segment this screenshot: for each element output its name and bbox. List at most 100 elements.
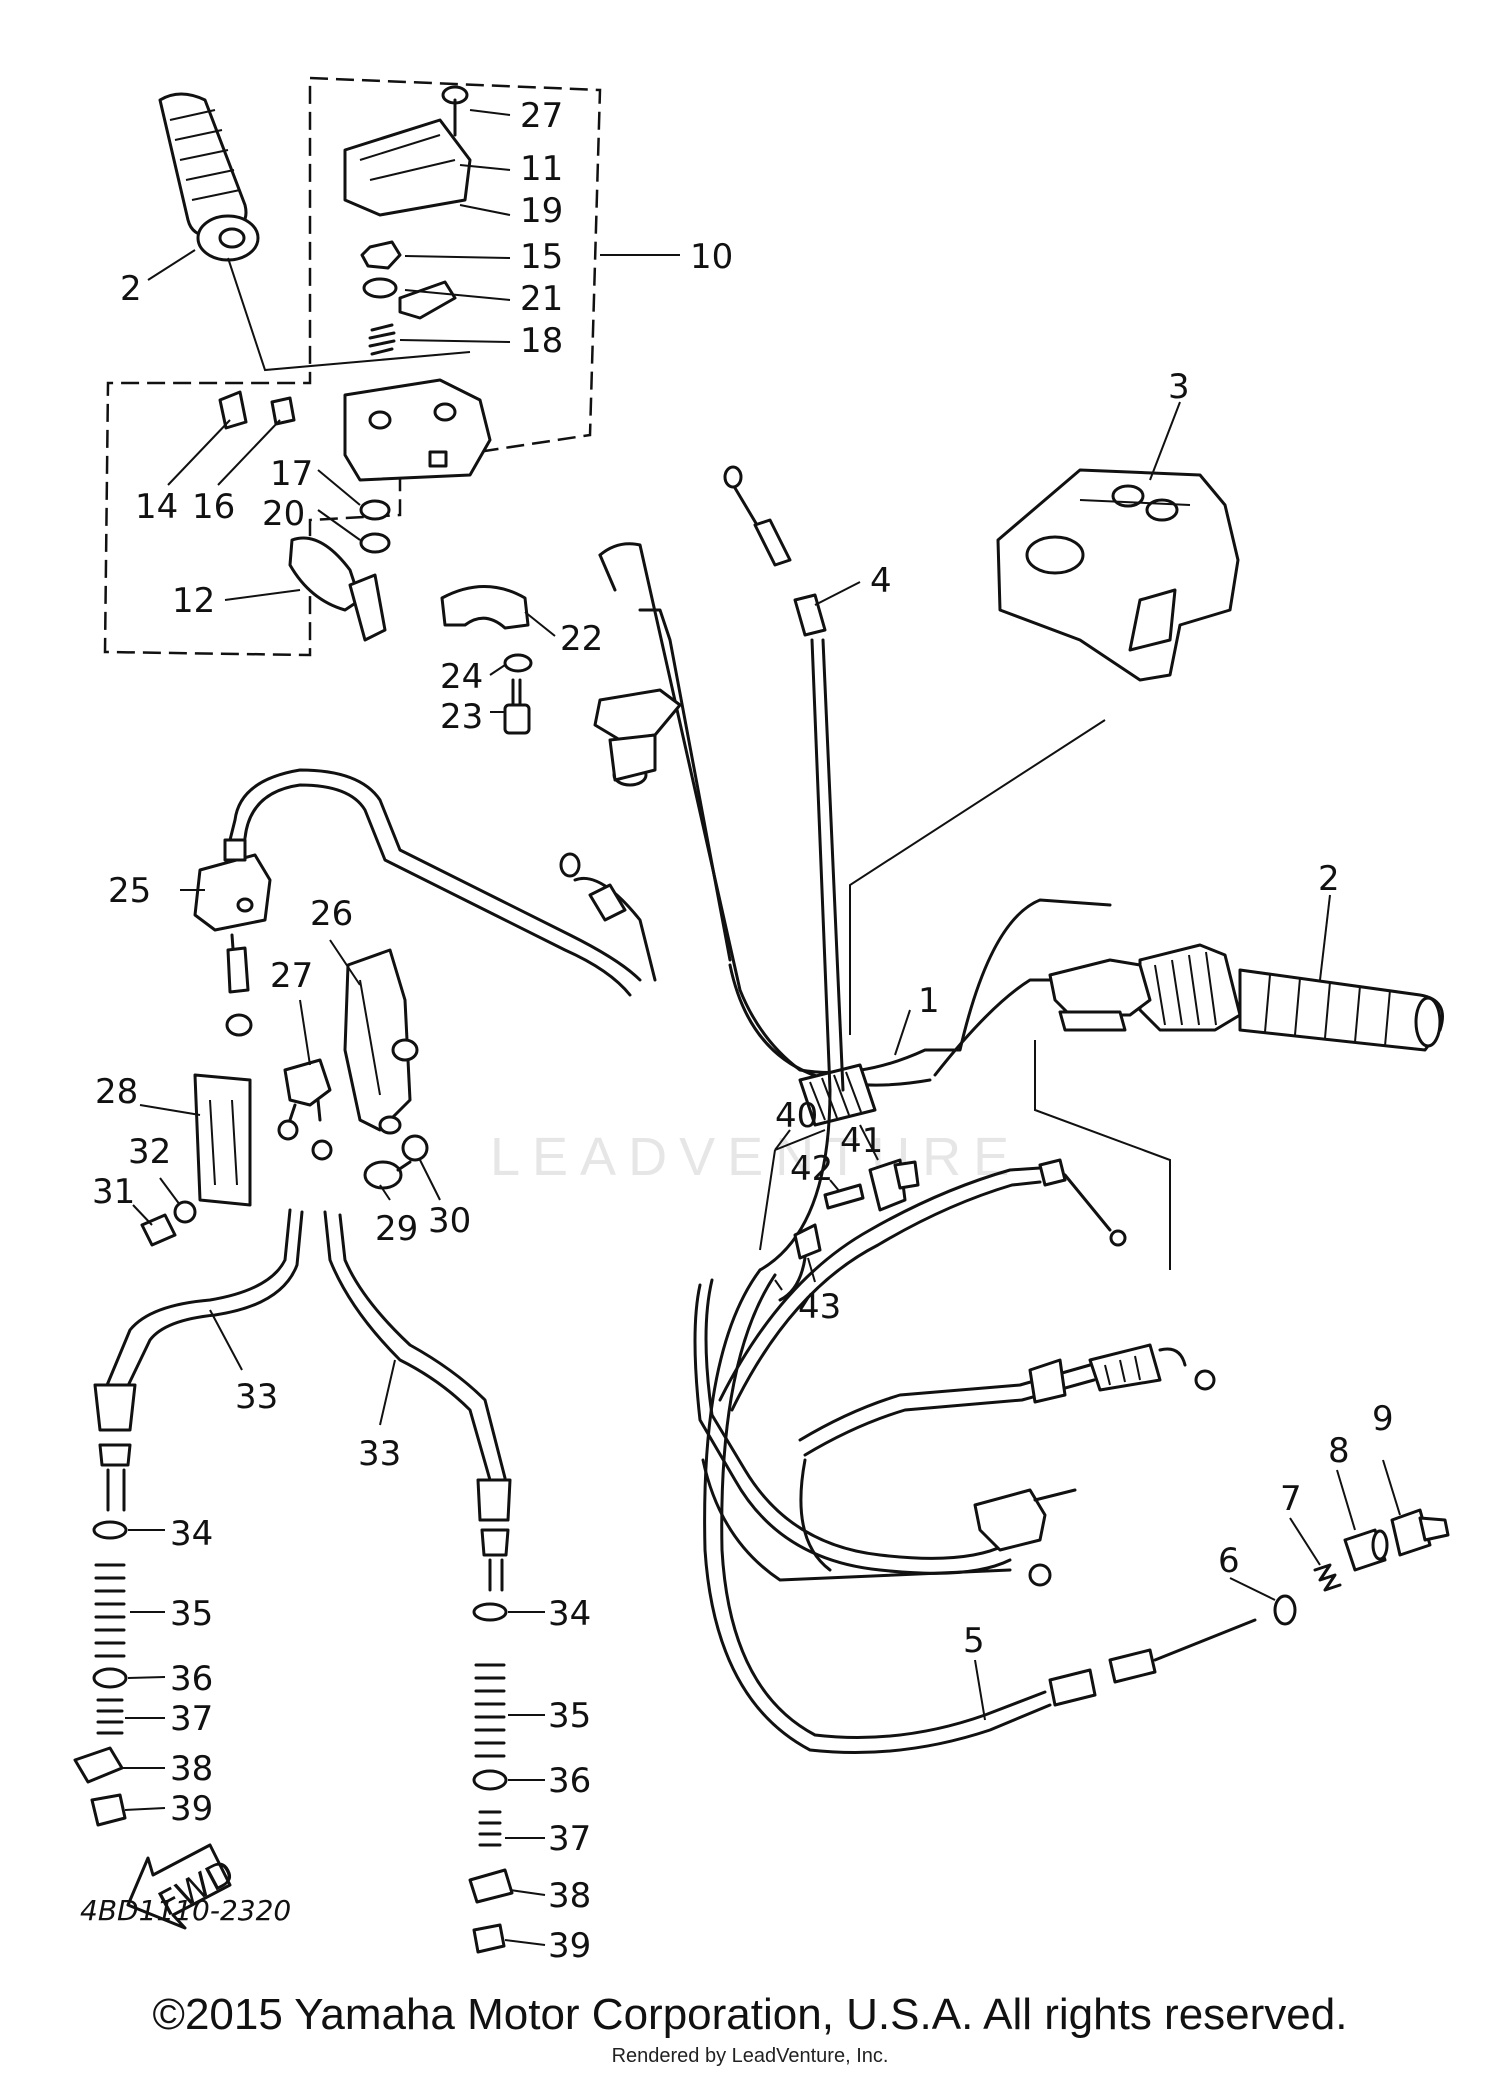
- callout-40: 40: [775, 1096, 818, 1136]
- callout-32: 32: [128, 1132, 171, 1172]
- right-grip: [1138, 943, 1444, 1052]
- callout-43: 43: [798, 1287, 841, 1327]
- throttle-cable: [718, 1158, 1127, 1412]
- callout-29: 29: [375, 1209, 418, 1249]
- callout-35-left: 35: [170, 1594, 213, 1634]
- switch-cover: [996, 468, 1240, 682]
- clamp-22: [440, 585, 530, 630]
- right-hardware-stack: [468, 1602, 514, 1954]
- callout-11: 11: [520, 149, 563, 189]
- callout-16: 16: [192, 487, 235, 527]
- spring-18: [368, 323, 396, 356]
- throttle-housing: [1048, 958, 1152, 1032]
- callout-15: 15: [520, 237, 563, 277]
- callout-2-right: 2: [1318, 859, 1340, 899]
- washers-17-20: [359, 499, 391, 554]
- callout-37-left: 37: [170, 1699, 213, 1739]
- callout-22: 22: [560, 619, 603, 659]
- handlebar-bracket: [593, 688, 682, 787]
- callout-42: 42: [790, 1149, 833, 1189]
- cable-33-left: [93, 1208, 304, 1512]
- callout-17: 17: [270, 454, 313, 494]
- callout-7: 7: [1280, 1479, 1302, 1519]
- fitting-27: [277, 1058, 333, 1161]
- copyright-text: ©2015 Yamaha Motor Corporation, U.S.A. A…: [152, 1990, 1348, 2039]
- washer-32: [173, 1200, 197, 1224]
- callout-28: 28: [95, 1072, 138, 1112]
- callout-33-left: 33: [235, 1377, 278, 1417]
- callout-20: 20: [262, 494, 305, 534]
- switch-assembly-box: [103, 76, 602, 657]
- callout-6: 6: [1218, 1541, 1240, 1581]
- bracket-26: [343, 948, 419, 1135]
- callout-14: 14: [135, 487, 178, 527]
- callout-34-right: 34: [548, 1594, 591, 1634]
- rendered-by-text: Rendered by LeadVenture, Inc.: [611, 2045, 889, 2067]
- callout-34-left: 34: [170, 1514, 213, 1554]
- callout-12: 12: [172, 581, 215, 621]
- callout-10: 10: [690, 237, 733, 277]
- pin-42: [823, 1183, 865, 1210]
- lever-12: [288, 536, 387, 642]
- bolt-29: [363, 1160, 412, 1190]
- callout-21: 21: [520, 279, 563, 319]
- callout-35-right: 35: [548, 1696, 591, 1736]
- cable-boot: [973, 1488, 1077, 1587]
- washer-24: [503, 653, 533, 673]
- callout-39-left: 39: [170, 1789, 213, 1829]
- spring-7: [1313, 1563, 1342, 1592]
- callout-36-left: 36: [170, 1659, 213, 1699]
- callout-30: 30: [428, 1201, 471, 1241]
- callout-26: 26: [310, 894, 353, 934]
- callout-38-right: 38: [548, 1876, 591, 1916]
- washer-21-plate: [362, 277, 457, 320]
- callout-24: 24: [440, 657, 483, 697]
- bracket-40: [759, 1129, 826, 1251]
- watermark: LEADVENTURE: [490, 1127, 1021, 1187]
- callout-31: 31: [92, 1172, 135, 1212]
- cable-5: [703, 1268, 1257, 1754]
- callout-38-left: 38: [170, 1749, 213, 1789]
- cable-main-right: [693, 1278, 1012, 1582]
- callout-23: 23: [440, 697, 483, 737]
- handlebar: [598, 542, 1112, 1127]
- screw-13: [441, 85, 469, 137]
- adjuster-9: [1390, 1508, 1450, 1557]
- leader-lines: [120, 109, 1401, 1946]
- callout-3: 3: [1168, 367, 1190, 407]
- switch-housing-lower: [343, 378, 492, 482]
- switch-41: [868, 1158, 920, 1212]
- callout-8: 8: [1328, 1431, 1350, 1471]
- bolt-23: [503, 678, 531, 735]
- cable-33-right: [323, 1210, 512, 1592]
- callout-19: 19: [520, 191, 563, 231]
- callout-18: 18: [520, 321, 563, 361]
- callout-2-left: 2: [120, 269, 142, 309]
- callouts: 27 11 19 15 21 18 10 2 14 16 17 20 12 22…: [92, 96, 1394, 1966]
- plate-28: [193, 1073, 252, 1207]
- callout-4: 4: [870, 561, 892, 601]
- callout-1: 1: [918, 981, 940, 1021]
- cable-4: [723, 465, 845, 1272]
- screw-14-nut-16: [218, 390, 296, 430]
- switch-housing-upper: [343, 118, 472, 217]
- callout-33-right: 33: [358, 1434, 401, 1474]
- callout-9: 9: [1372, 1399, 1394, 1439]
- sensor-43: [774, 1223, 822, 1302]
- brake-hose-upper: [228, 768, 657, 997]
- left-hardware-stack: [73, 1520, 128, 1827]
- callout-25: 25: [108, 871, 151, 911]
- washer-30: [401, 1134, 429, 1162]
- callout-13: 27: [520, 96, 563, 136]
- master-cylinder-25: [193, 838, 272, 1037]
- callout-27: 27: [270, 956, 313, 996]
- callout-39-right: 39: [548, 1926, 591, 1966]
- washer-6: [1273, 1594, 1297, 1626]
- left-grip: [158, 92, 260, 262]
- drawing-code: 4BD1110-2320: [80, 1894, 291, 1927]
- sleeve-8: [1343, 1528, 1389, 1572]
- callout-36-right: 36: [548, 1761, 591, 1801]
- throttle-cable-2: [798, 1343, 1216, 1457]
- callout-5: 5: [963, 1621, 985, 1661]
